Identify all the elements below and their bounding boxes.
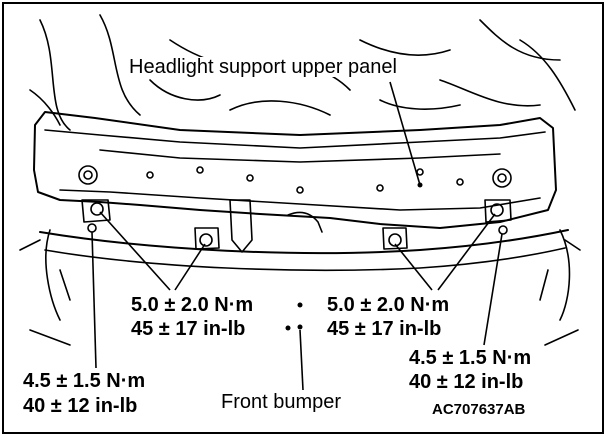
torque-outer-right-inlb: 40 ± 12 in-lb bbox=[406, 372, 527, 392]
torque-center-left-inlb: 45 ± 17 in-lb bbox=[128, 319, 249, 339]
torque-outer-right-nm: 4.5 ± 1.5 N·m bbox=[406, 348, 535, 368]
figure-code: AC707637AB bbox=[432, 401, 526, 418]
torque-center-right-inlb: 45 ± 17 in-lb bbox=[324, 319, 445, 339]
torque-center-left-nm: 5.0 ± 2.0 N·m bbox=[128, 295, 257, 315]
upper-panel-label: Headlight support upper panel bbox=[126, 57, 400, 77]
torque-center-right-nm: 5.0 ± 2.0 N·m bbox=[324, 295, 453, 315]
torque-outer-left-nm: 4.5 ± 1.5 N·m bbox=[20, 371, 149, 391]
torque-outer-left-inlb: 40 ± 12 in-lb bbox=[20, 396, 141, 416]
front-bumper-label: Front bumper bbox=[218, 392, 345, 412]
